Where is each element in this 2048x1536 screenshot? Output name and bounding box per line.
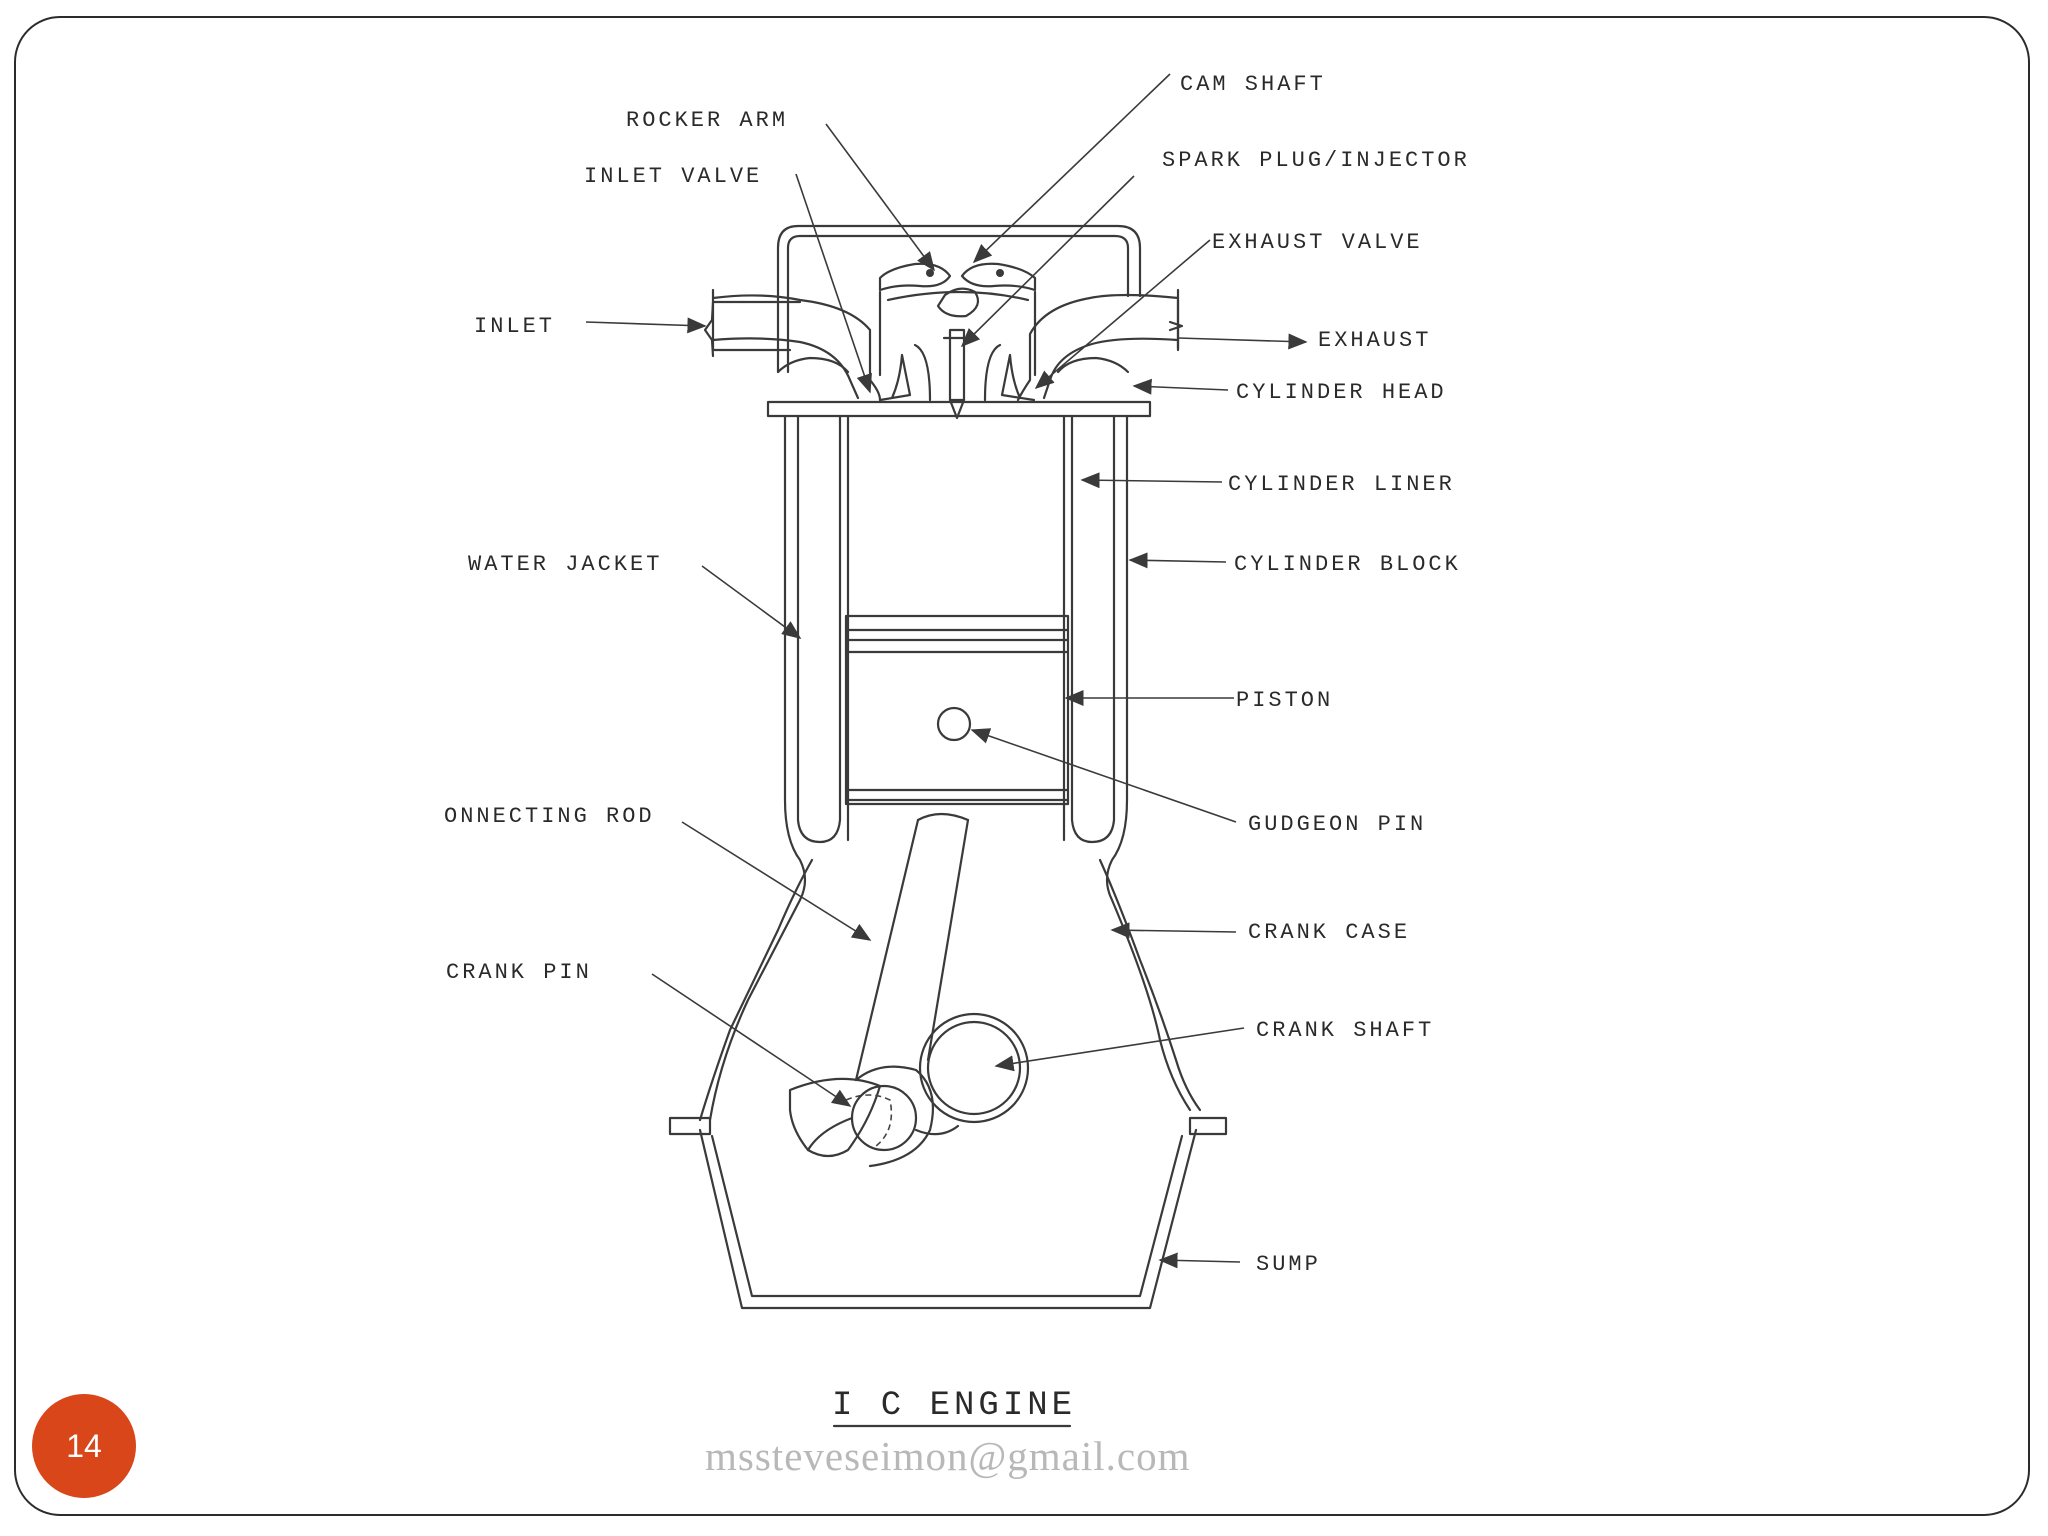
leader-lines	[585, 73, 1308, 1269]
diagram-title: I C ENGINE	[832, 1387, 1076, 1425]
watermark: mssteveseimon@gmail.com	[705, 1433, 1191, 1479]
inlet-pipe	[703, 300, 802, 358]
crank-pin-circle	[850, 1084, 918, 1152]
label-spark-plug: SPARK PLUG/INJECTOR	[1162, 148, 1470, 173]
label-sump: SUMP	[1256, 1252, 1321, 1277]
label-exhaust-valve: EXHAUST VALVE	[1212, 230, 1423, 255]
label-piston: PISTON	[1236, 688, 1333, 713]
page-number-badge: 14	[32, 1394, 136, 1498]
slide-frame	[14, 16, 2030, 1516]
sump	[698, 1128, 1198, 1310]
label-exhaust: EXHAUST	[1318, 328, 1431, 353]
label-cam-shaft: CAM SHAFT	[1180, 72, 1326, 97]
label-cylinder-liner: CYLINDER LINER	[1228, 472, 1455, 497]
label-inlet-valve: INLET VALVE	[584, 164, 762, 189]
label-cylinder-block: CYLINDER BLOCK	[1234, 552, 1461, 577]
label-crank-pin: CRANK PIN	[446, 960, 592, 985]
label-rocker-arm: ROCKER ARM	[626, 108, 788, 133]
crank-shaft-circle	[926, 1020, 1022, 1116]
label-inlet: INLET	[474, 314, 555, 339]
label-crank-case: CRANK CASE	[1248, 920, 1410, 945]
cylinder-block	[668, 414, 1228, 1136]
label-cylinder-head: CYLINDER HEAD	[1236, 380, 1447, 405]
connecting-rod	[788, 812, 970, 1168]
piston	[844, 614, 1070, 806]
gudgeon-pin-circle	[936, 706, 972, 742]
label-crank-shaft: CRANK SHAFT	[1256, 1018, 1434, 1043]
page-number: 14	[66, 1427, 102, 1464]
crank-assembly	[806, 1012, 1030, 1152]
exhaust-pipe	[1168, 298, 1184, 350]
label-connecting-rod: ONNECTING ROD	[444, 804, 655, 829]
label-water-jacket: WATER JACKET	[468, 552, 662, 577]
cylinder-head	[711, 224, 1180, 420]
label-gudgeon-pin: GUDGEON PIN	[1248, 812, 1426, 837]
